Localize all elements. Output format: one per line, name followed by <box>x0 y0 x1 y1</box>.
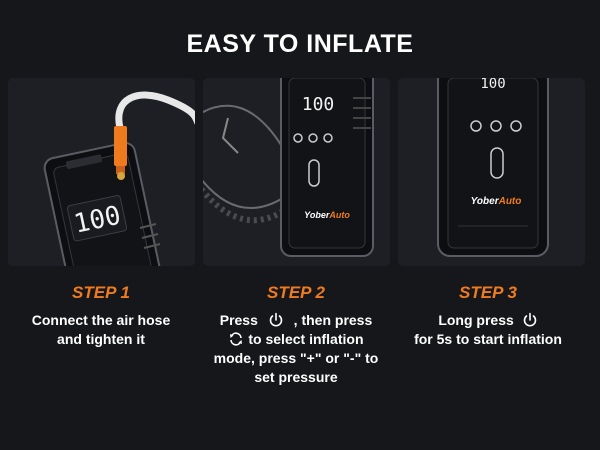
step2-line4: set pressure <box>254 369 338 385</box>
power-icon <box>269 312 283 327</box>
step1-line1: Connect the air hose <box>31 312 171 328</box>
step2-line1-before: Press <box>219 312 258 328</box>
step3-line1: Long press <box>438 312 514 328</box>
step2-description: Press , then press to select inflation m… <box>196 311 396 387</box>
step1-label: STEP 1 <box>72 283 130 302</box>
step2-line3: mode, press "+" or "-" to <box>213 350 379 366</box>
step2-image: 100 YoberAuto <box>203 78 390 266</box>
step2-line2: to select inflation <box>248 331 364 347</box>
brand-part1: Yober <box>304 210 330 220</box>
power-icon <box>523 312 536 327</box>
svg-text:100: 100 <box>302 94 335 115</box>
step1-description: Connect the air hose and tighten it <box>1 311 201 349</box>
cycle-icon <box>230 332 243 346</box>
svg-text:YoberAuto: YoberAuto <box>471 196 522 207</box>
page-title: EASY TO INFLATE <box>186 30 414 58</box>
step3-line2: for 5s to start inflation <box>414 331 562 347</box>
step3-image: 100 YoberAuto <box>398 78 585 266</box>
brand-part2: Auto <box>328 210 350 220</box>
svg-text:100: 100 <box>480 78 505 92</box>
svg-text:YoberAuto: YoberAuto <box>304 210 350 220</box>
step3-description: Long press for 5s to start inflation <box>388 311 588 349</box>
step1-line2: and tighten it <box>57 331 145 347</box>
step2-label: STEP 2 <box>267 283 325 302</box>
step1-image: 100 <box>8 78 195 266</box>
step2-line1-after: , then press <box>293 312 373 328</box>
step3-label: STEP 3 <box>459 283 517 302</box>
